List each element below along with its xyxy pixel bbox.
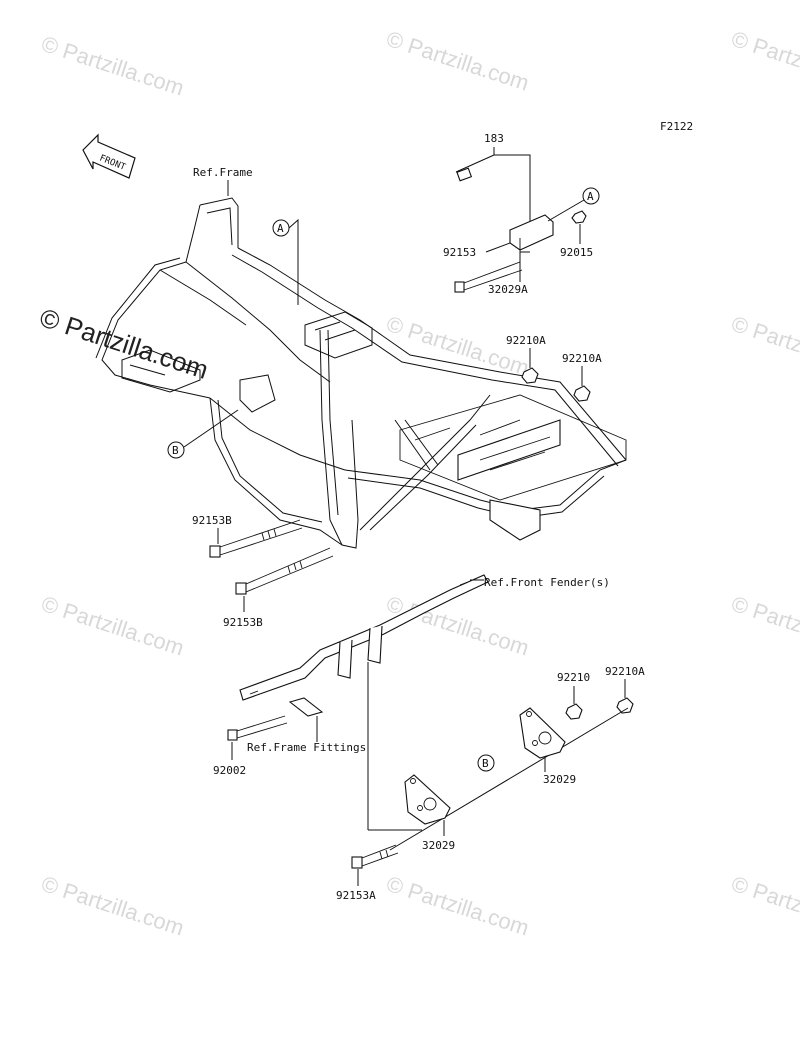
mount-plate-32029 bbox=[519, 707, 566, 759]
watermark: © Partzilla.com bbox=[38, 871, 187, 941]
callout-b-frame: B bbox=[167, 441, 185, 459]
mount-plate-32029-2 bbox=[404, 774, 451, 825]
mount-axis-line bbox=[389, 707, 629, 851]
front-arrow-icon: FRONT bbox=[82, 133, 136, 179]
part-92210a-label-3: 92210A bbox=[605, 665, 645, 678]
watermark: © Partzilla.com bbox=[728, 311, 800, 381]
watermark: © Partzilla.com bbox=[728, 871, 800, 941]
nut-92210a-2 bbox=[573, 385, 591, 402]
nut-92210 bbox=[565, 703, 583, 720]
part-92210a-label-2: 92210A bbox=[562, 352, 602, 365]
nut-92210a-3 bbox=[616, 697, 634, 714]
part-32029-label-2: 32029 bbox=[422, 839, 455, 852]
ref-frame-fittings-label: Ref.Frame Fittings bbox=[247, 741, 366, 754]
part-183-label: 183 bbox=[484, 132, 504, 145]
part-32029a-label: 32029A bbox=[488, 283, 528, 296]
part-92210-label: 92210 bbox=[557, 671, 590, 684]
bolt-92153a bbox=[351, 844, 399, 869]
watermark: © Partzilla.com bbox=[728, 591, 800, 661]
watermark: © Partzilla.com bbox=[728, 26, 800, 96]
bolt-92153 bbox=[454, 261, 523, 293]
frame-assembly bbox=[95, 197, 627, 549]
nut-92015 bbox=[571, 210, 587, 224]
front-fender-bracket bbox=[239, 574, 489, 701]
bolt-92153b bbox=[209, 519, 303, 558]
part-92153a-label: 92153A bbox=[336, 889, 376, 902]
svg-text:B: B bbox=[482, 757, 489, 770]
frame-fitting-plate bbox=[288, 697, 324, 717]
diagram-code: F2122 bbox=[660, 120, 693, 133]
svg-text:A: A bbox=[587, 190, 594, 203]
watermark: © Partzilla.com bbox=[38, 31, 187, 101]
watermark: © Partzilla.com bbox=[383, 871, 532, 941]
svg-text:B: B bbox=[172, 444, 179, 457]
part-92002-label: 92002 bbox=[213, 764, 246, 777]
callout-b-plate: B bbox=[477, 754, 495, 772]
part-92153-label: 92153 bbox=[443, 246, 476, 259]
watermark: © Partzilla.com bbox=[383, 591, 532, 661]
bolt-183 bbox=[456, 167, 473, 182]
part-32029-label: 32029 bbox=[543, 773, 576, 786]
part-92153b-label-2: 92153B bbox=[223, 616, 263, 629]
ref-front-fender-label: Ref.Front Fender(s) bbox=[484, 576, 610, 589]
nut-92210a bbox=[521, 367, 539, 384]
callout-a-bracket: A bbox=[582, 187, 600, 205]
bolt-92153b-2 bbox=[235, 547, 334, 595]
watermark: © Partzilla.com bbox=[383, 26, 532, 96]
part-92210a-label: 92210A bbox=[506, 334, 546, 347]
watermark: © Partzilla.com bbox=[38, 591, 187, 661]
callout-a-frame: A bbox=[272, 219, 290, 237]
part-92153b-label: 92153B bbox=[192, 514, 232, 527]
part-92015-label: 92015 bbox=[560, 246, 593, 259]
main-watermark: © Partzilla.com bbox=[36, 302, 212, 385]
ref-frame-label: Ref.Frame bbox=[193, 166, 253, 179]
bracket-32029a bbox=[509, 214, 554, 253]
svg-text:A: A bbox=[277, 222, 284, 235]
bolt-92002 bbox=[227, 715, 288, 741]
